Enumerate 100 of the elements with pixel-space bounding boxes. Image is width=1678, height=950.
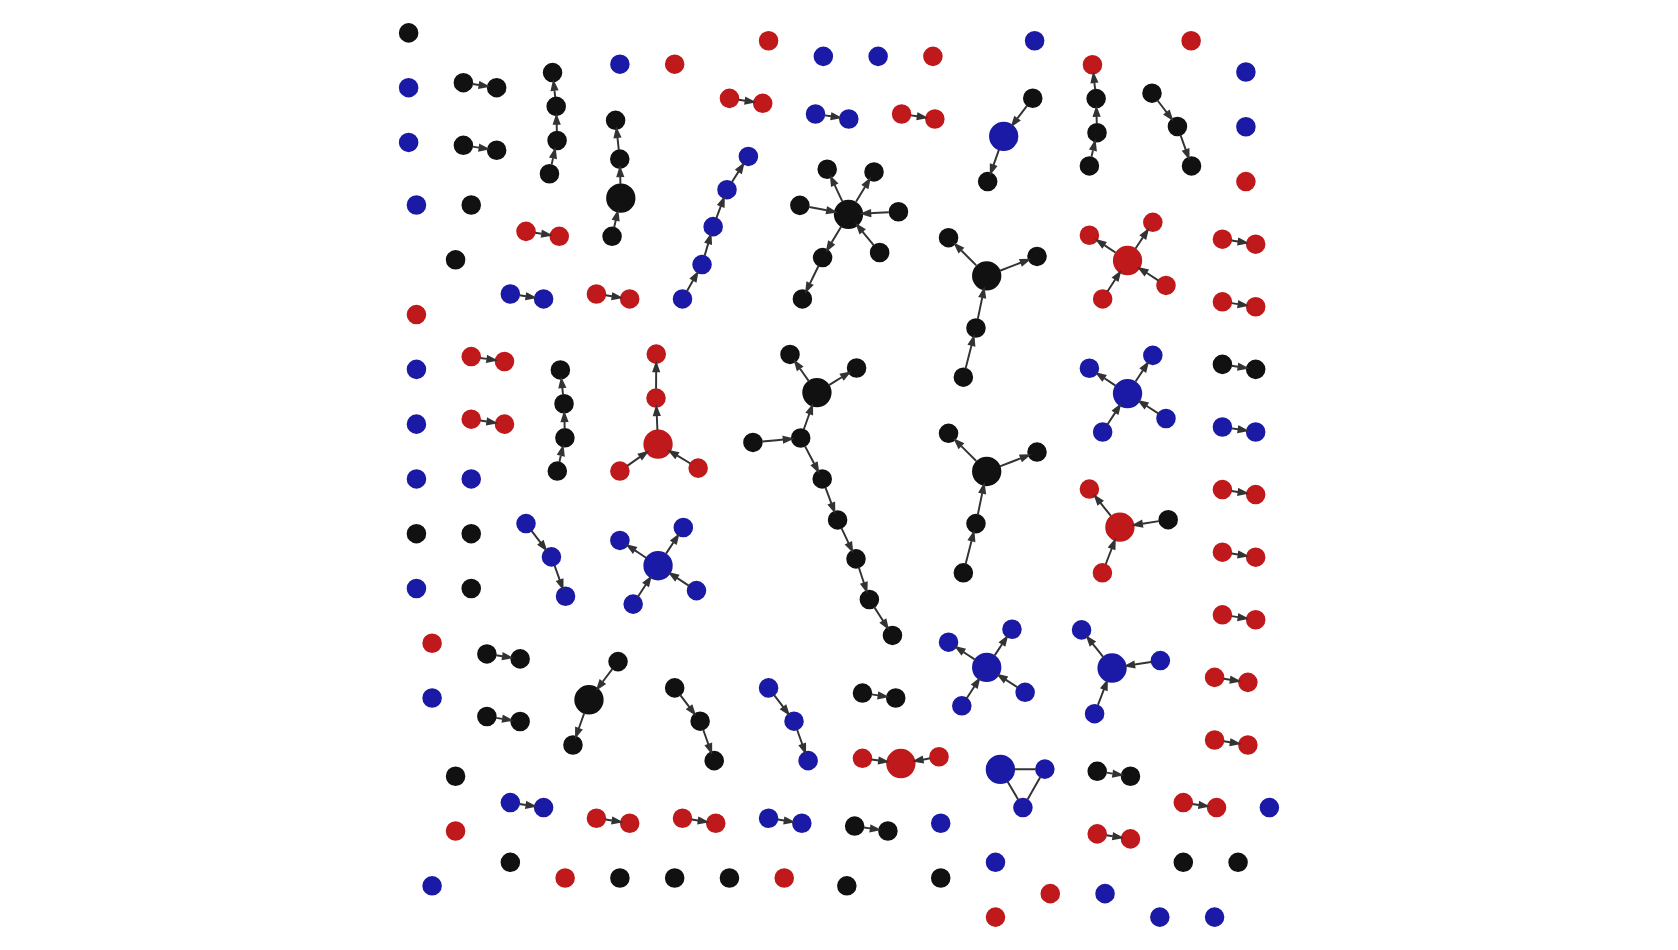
node-circle xyxy=(790,428,811,448)
node-circle xyxy=(743,432,763,453)
node-circle xyxy=(784,711,804,731)
node-circle xyxy=(1212,479,1233,500)
arrow xyxy=(613,126,622,152)
node-circle xyxy=(542,62,563,83)
node-circle xyxy=(1259,797,1280,818)
node-circle xyxy=(606,183,636,213)
node-circle xyxy=(406,414,427,434)
node-circle xyxy=(923,46,943,67)
node-circle xyxy=(1167,116,1188,137)
node-circle xyxy=(686,580,707,601)
node-circle xyxy=(422,688,442,708)
arrow xyxy=(652,404,661,432)
node-circle xyxy=(792,813,812,833)
arrow xyxy=(637,575,652,598)
node-circle xyxy=(802,377,832,408)
node-circle xyxy=(510,711,530,732)
arrow xyxy=(870,756,890,765)
node-circle xyxy=(646,388,666,408)
node-circle xyxy=(930,868,951,888)
arrow xyxy=(803,444,820,474)
node-circle xyxy=(453,72,474,93)
node-circle xyxy=(664,678,685,698)
node-circle xyxy=(1079,358,1100,379)
node-circle xyxy=(547,461,568,481)
arrow xyxy=(1230,425,1250,434)
node-circle xyxy=(758,30,779,51)
node-circle xyxy=(494,414,515,434)
node-circle xyxy=(972,261,1002,291)
node-circle xyxy=(953,563,974,583)
node-circle xyxy=(868,46,888,67)
arrow xyxy=(761,435,795,444)
node-circle xyxy=(929,746,949,767)
node-circle xyxy=(1181,156,1202,176)
node-circle xyxy=(555,586,576,607)
node-circle xyxy=(690,711,710,731)
arrow xyxy=(1156,99,1174,122)
node-circle xyxy=(1204,667,1225,688)
arrow xyxy=(604,292,624,301)
node-circle xyxy=(1245,422,1266,442)
node-circle xyxy=(554,393,574,414)
arrow xyxy=(495,714,514,723)
arrow xyxy=(667,449,692,465)
node-circle xyxy=(406,469,427,489)
node-circle xyxy=(1097,653,1127,683)
arrow xyxy=(703,232,713,257)
arrow xyxy=(964,334,976,370)
node-circle xyxy=(833,199,864,229)
node-circle xyxy=(1015,682,1035,703)
node-circle xyxy=(888,201,909,222)
node-circle xyxy=(610,461,630,481)
connector xyxy=(1013,768,1037,771)
node-circle xyxy=(703,216,723,237)
node-circle xyxy=(445,250,466,270)
node-circle xyxy=(533,797,554,818)
arrow xyxy=(823,112,843,121)
node-circle xyxy=(1002,619,1022,639)
node-circle xyxy=(602,226,622,247)
arrow xyxy=(471,143,491,152)
node-circle xyxy=(758,678,779,698)
arrow xyxy=(873,606,890,631)
node-circle xyxy=(406,195,427,215)
node-circle xyxy=(966,513,986,534)
node-circle xyxy=(586,808,607,828)
node-circle xyxy=(406,359,427,380)
arrow xyxy=(1088,139,1097,158)
node-circle xyxy=(486,77,507,98)
node-circle xyxy=(692,254,712,275)
arrow xyxy=(686,270,699,292)
node-circle xyxy=(574,685,604,715)
node-circle xyxy=(1150,650,1171,671)
arrow xyxy=(976,482,987,516)
node-circle xyxy=(882,625,903,646)
node-circle xyxy=(1245,610,1266,630)
arrow xyxy=(870,691,890,700)
arrow xyxy=(1094,238,1117,254)
arrow xyxy=(667,571,691,587)
node-circle xyxy=(688,458,708,478)
node-circle xyxy=(1079,225,1100,246)
node-circle xyxy=(1079,156,1100,176)
node-circle xyxy=(1095,883,1115,904)
node-circle xyxy=(1173,792,1194,813)
node-circle xyxy=(516,513,536,534)
node-circle xyxy=(563,735,583,755)
node-circle xyxy=(844,816,865,836)
node-circle xyxy=(1206,797,1227,818)
arrow xyxy=(1094,371,1117,387)
arrow xyxy=(862,824,882,833)
node-circle xyxy=(1204,907,1225,927)
node-circle xyxy=(1087,761,1107,782)
connector xyxy=(1006,780,1020,801)
connector xyxy=(1026,776,1042,801)
arrow xyxy=(857,566,868,594)
node-circle xyxy=(805,104,826,124)
node-circle xyxy=(398,132,419,153)
node-circle xyxy=(846,358,867,378)
arrow xyxy=(548,146,557,166)
node-circle xyxy=(1245,234,1266,254)
arrow xyxy=(558,376,567,396)
